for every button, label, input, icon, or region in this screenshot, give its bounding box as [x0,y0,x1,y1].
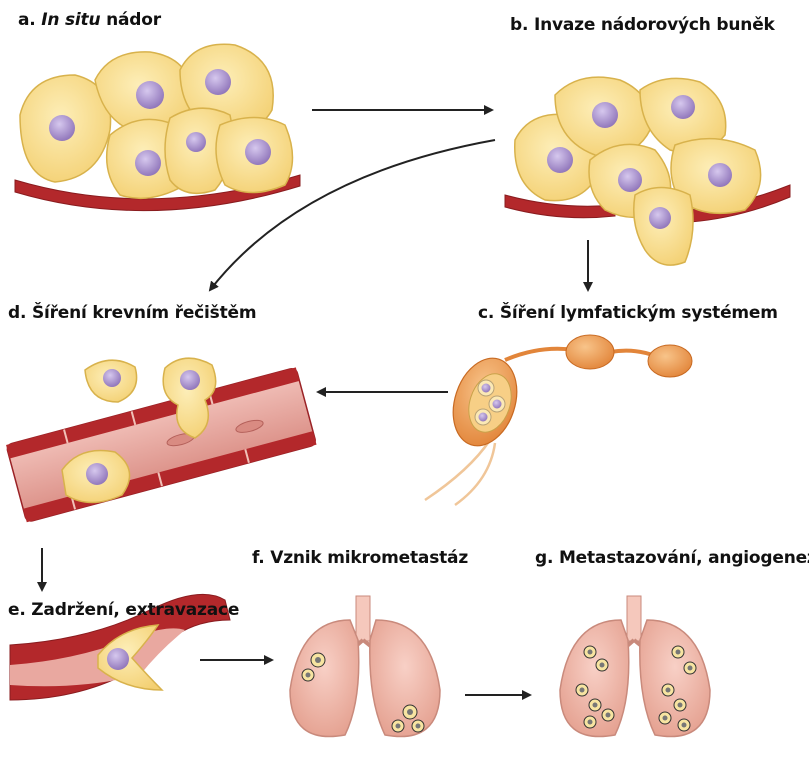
label-b: b. Invaze nádorových buněk [510,15,775,35]
right-lung [370,620,440,737]
left-lung [290,620,359,737]
tumor-cells [20,44,293,198]
invading-cells [515,77,761,265]
label-a: a. In situ nádor [18,10,161,30]
panel-b-invasion [505,77,790,265]
label-a-italic: In situ [41,10,100,30]
trachea [627,596,641,641]
label-e: e. Zadržení, extravazace [8,600,239,620]
panel-a-in-situ-tumor [15,44,300,210]
panel-d-bloodstream [6,358,316,522]
label-a-rest: nádor [100,10,161,30]
panel-f-micrometastases [290,596,440,737]
label-g: g. Metastazování, angiogeneze [535,548,809,568]
label-f: f. Vznik mikrometastáz [252,548,468,568]
panel-c-lymphatic [425,335,692,505]
lymph-node [648,345,692,377]
label-c: c. Šíření lymfatickým systémem [478,303,778,323]
lymph-node [566,335,614,369]
trachea [356,596,370,641]
label-a-prefix: a. [18,10,41,30]
panel-g-metastasis-angiogenesis [560,596,710,737]
right-lung [640,620,710,737]
label-d: d. Šíření krevním řečištěm [8,303,256,323]
